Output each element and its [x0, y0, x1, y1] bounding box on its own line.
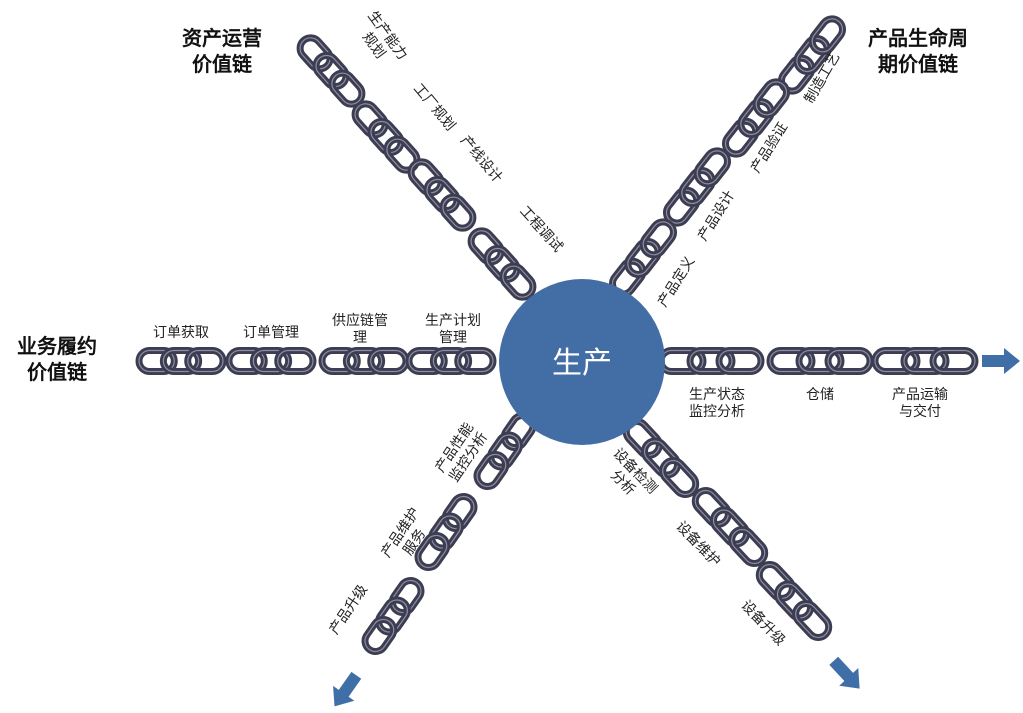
chain-link-asset-4 — [467, 227, 537, 301]
title-asset-value-chain: 资产运营价值链 — [182, 26, 262, 76]
chain-link-business-4 — [405, 347, 497, 375]
chain-link-label-delivery-1: 生产状态监控分析 — [689, 387, 745, 420]
chain-link-label-service-1: 产品性能监控分析 — [432, 420, 491, 485]
chain-link-label-service-3: 产品升级 — [326, 582, 371, 637]
chain-link-label-business-3: 供应链管理 — [332, 312, 388, 346]
arrow-right-icon — [982, 348, 1020, 374]
chain-link-delivery-1 — [657, 347, 765, 375]
chain-link-label-delivery-3: 产品运输与交付 — [892, 387, 948, 420]
chain-link-label-business-2: 订单管理 — [243, 325, 299, 341]
chain-link-equipment-1 — [622, 418, 700, 498]
chain-link-asset-1 — [296, 34, 366, 108]
chain-link-equipment-3 — [755, 561, 833, 641]
chain-link-asset-2 — [351, 100, 421, 174]
arrow-down-left-icon — [333, 671, 362, 707]
chain-link-label-asset-3: 产线设计 — [457, 133, 505, 186]
chain-link-product-2 — [721, 78, 791, 158]
chain-links-layer — [135, 15, 979, 655]
chain-link-delivery-3 — [871, 347, 979, 375]
chain-link-business-2 — [225, 347, 317, 375]
title-business-value-chain: 业务履约价值链 — [17, 334, 97, 384]
chain-link-label-asset-4: 工程调试 — [516, 203, 565, 255]
chain-link-equipment-2 — [691, 487, 769, 567]
center-node: 生产 — [499, 279, 665, 445]
chain-link-label-product-4: 产品定义 — [655, 254, 698, 310]
chain-link-delivery-2 — [766, 347, 874, 375]
chain-link-label-business-4: 生产计划管理 — [425, 313, 481, 346]
chain-link-label-asset-1: 生产能力规划 — [351, 8, 411, 73]
chain-link-business-1 — [135, 347, 227, 375]
chain-link-service-3 — [361, 577, 425, 655]
arrow-down-right-icon — [829, 656, 860, 689]
title-product-value-chain: 产品生命周期价值链 — [868, 26, 968, 76]
arrows-layer — [333, 348, 1020, 707]
chain-link-label-business-1: 订单获取 — [153, 325, 209, 341]
center-circle — [499, 279, 665, 445]
chain-link-service-2 — [414, 493, 478, 571]
center-label: 生产 — [552, 346, 612, 381]
chain-link-label-delivery-2: 仓储 — [806, 387, 834, 403]
chain-link-label-asset-2: 工厂规划 — [410, 81, 458, 134]
chain-link-asset-3 — [407, 158, 477, 232]
chain-link-business-3 — [318, 347, 410, 375]
